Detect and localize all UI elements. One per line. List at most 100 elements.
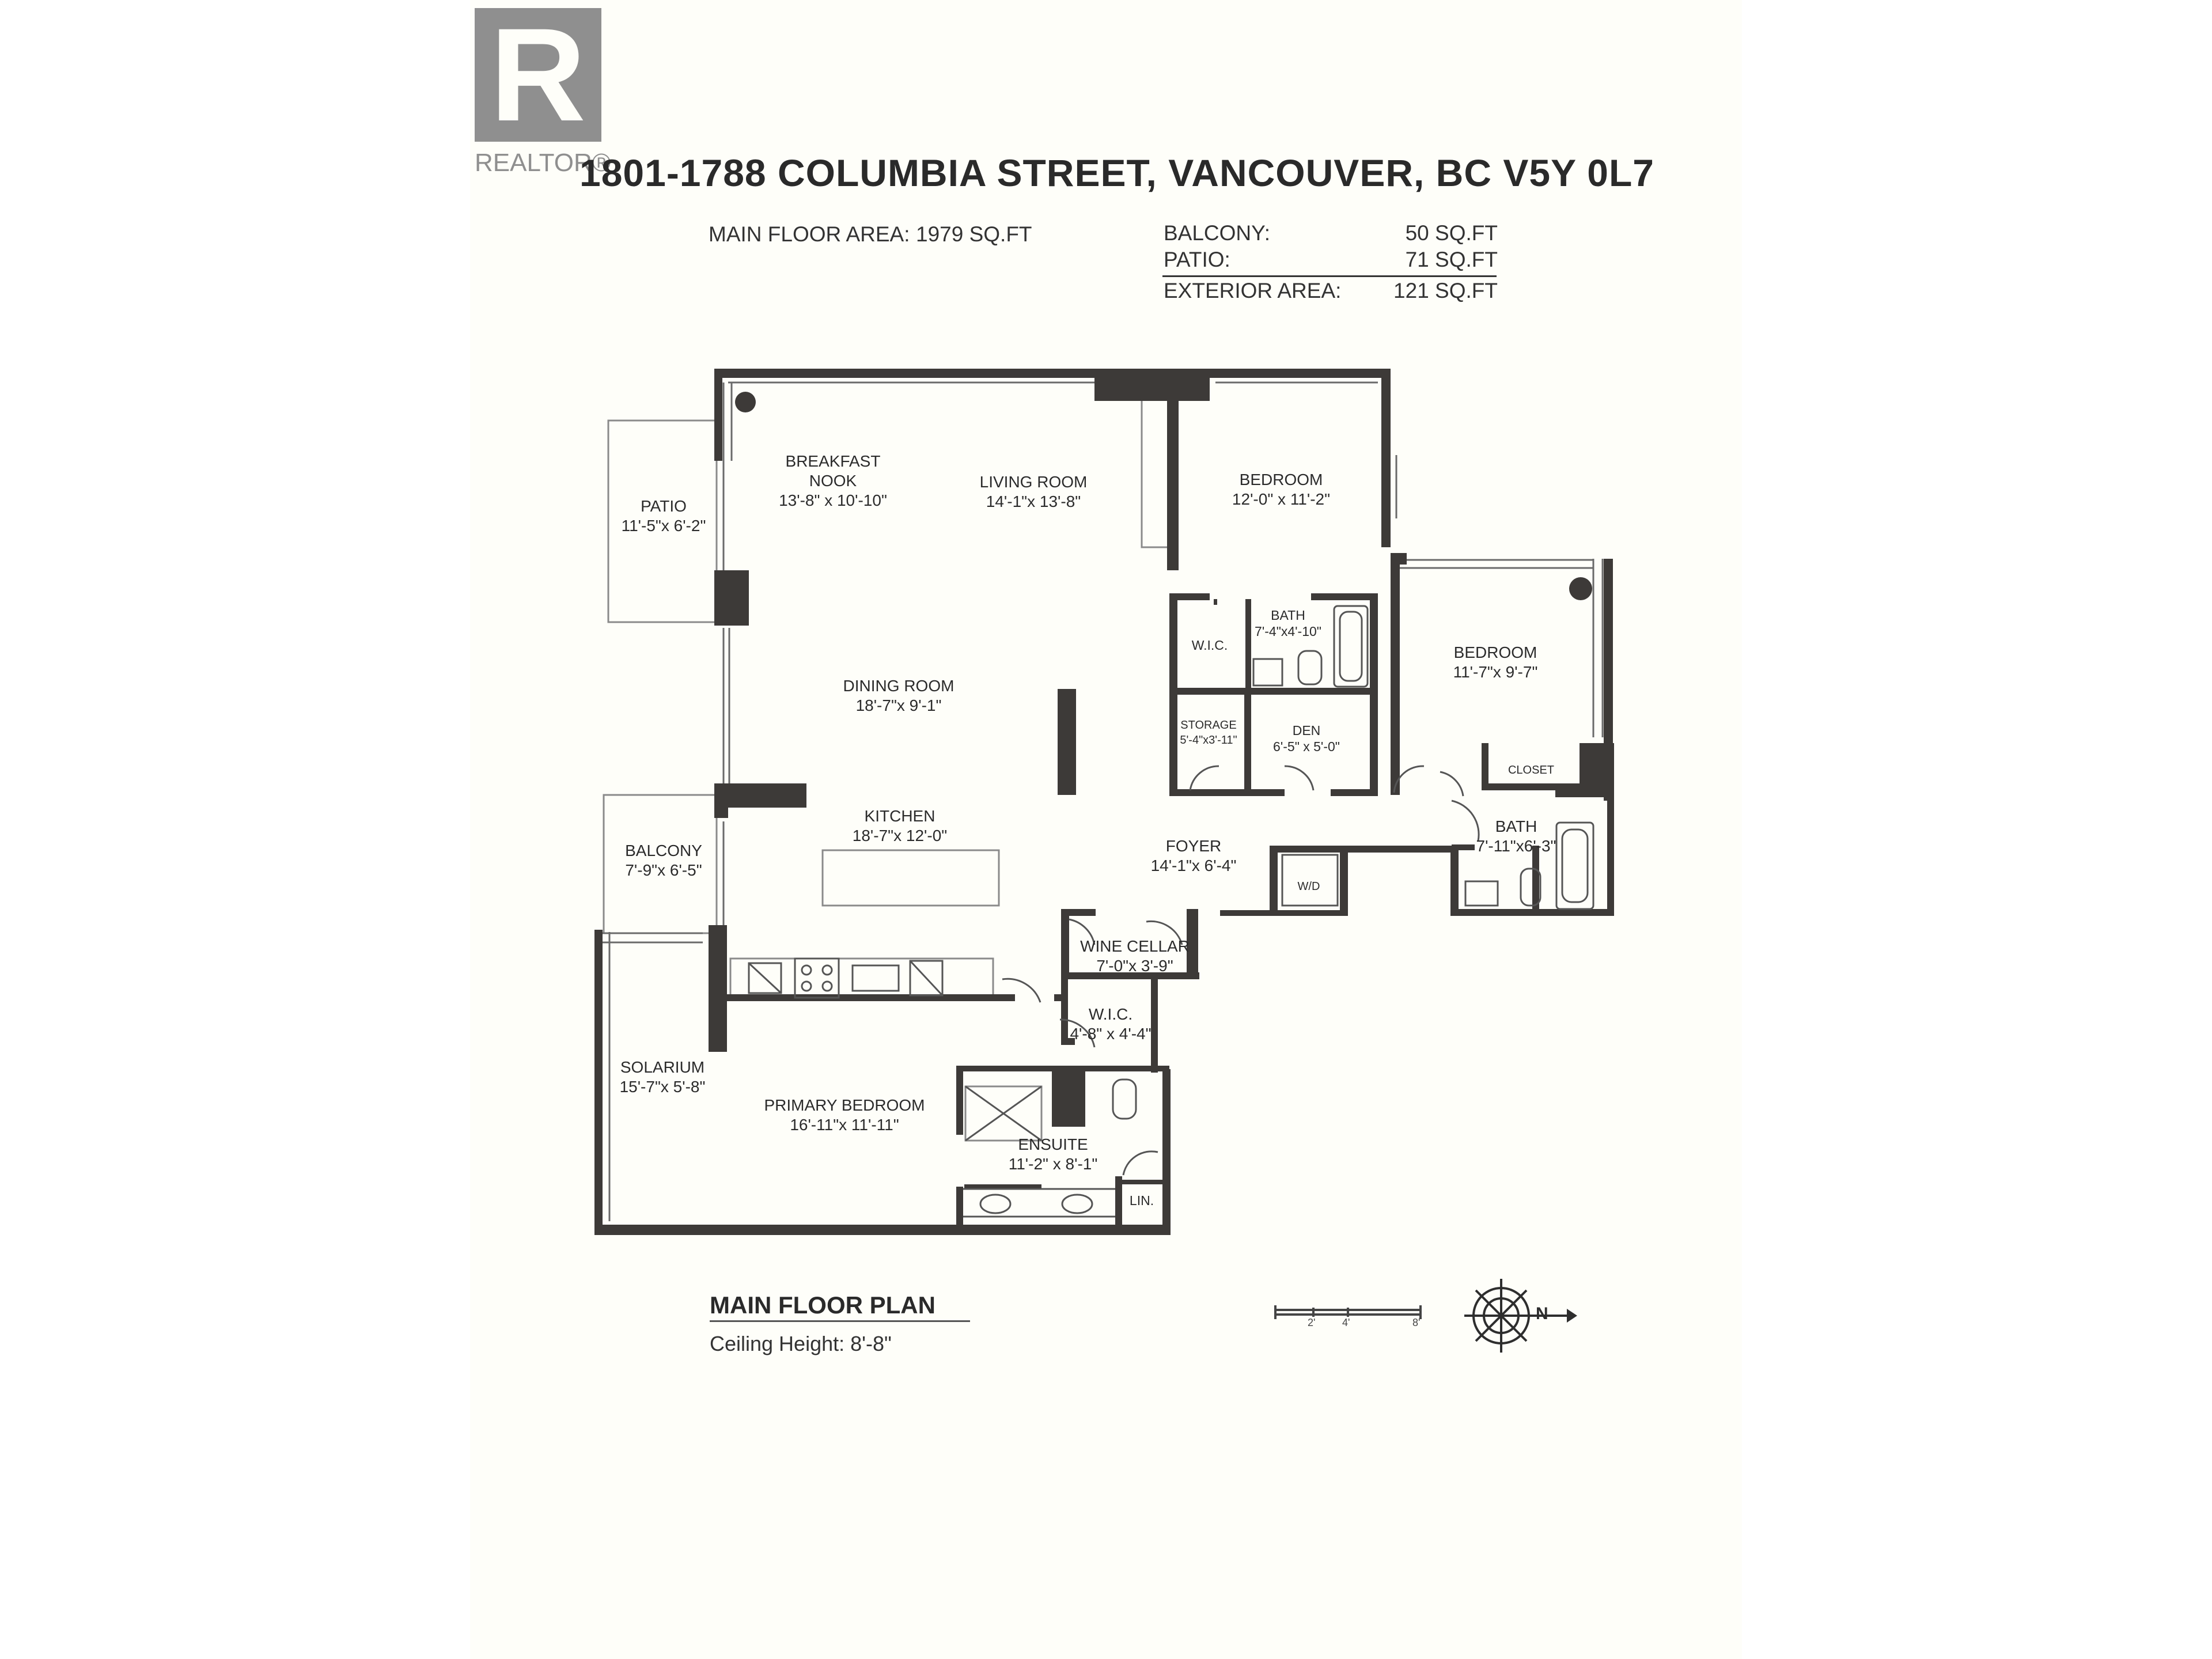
closet-label: CLOSET: [1508, 763, 1554, 778]
kitchen-size: 18'-7"x 12'-0": [852, 827, 948, 844]
linen-name: LIN.: [1129, 1193, 1154, 1208]
toilet-2: [1520, 868, 1541, 907]
realtor-logo-square: R: [475, 8, 601, 142]
kitchen-island: [821, 849, 1000, 907]
breakfast-nook-name-2: NOOK: [809, 472, 857, 490]
wine-cellar-label: WINE CELLAR 7'-0"x 3'-9": [1080, 937, 1190, 976]
realtor-logo-letter: R: [490, 1, 586, 149]
bath-2-name: BATH: [1495, 817, 1537, 835]
bedroom-1-name: BEDROOM: [1239, 471, 1323, 488]
living-room-label: LIVING ROOM 14'-1"x 13'-8": [980, 472, 1088, 512]
wic-2-name: W.I.C.: [1088, 1005, 1133, 1023]
primary-bedroom-size: 16'-11"x 11'-11": [790, 1116, 899, 1134]
storage-size: 5'-4"x3'-11": [1180, 734, 1237, 747]
toilet-1: [1297, 650, 1323, 685]
ensuite-size: 11'-2" x 8'-1": [1008, 1155, 1098, 1173]
wd-name: W/D: [1297, 880, 1320, 893]
bedroom-1-label: BEDROOM 12'-0" x 11'-2": [1232, 470, 1330, 509]
wic-2-label: W.I.C. 4'-8" x 4'-4": [1070, 1005, 1151, 1044]
ensuite-shower: [964, 1085, 1043, 1142]
kitchen-label: KITCHEN 18'-7"x 12'-0": [853, 806, 947, 846]
scale-bar: [1274, 1305, 1422, 1319]
wic-1-label: W.I.C.: [1192, 637, 1228, 653]
balcony-name: BALCONY: [625, 842, 702, 859]
main-floor-area-label: MAIN FLOOR AREA:: [709, 222, 910, 246]
bathtub-1: [1333, 605, 1369, 688]
balcony-size: 7'-9"x 6'-5": [625, 861, 702, 879]
compass-north-label: N: [1536, 1304, 1548, 1323]
vanity-sink-a: [979, 1194, 1012, 1214]
patio-label: PATIO 11'-5"x 6'-2": [622, 497, 706, 536]
column-nw: [735, 392, 756, 412]
closet-name: CLOSET: [1508, 764, 1555, 777]
bedroom-2-name: BEDROOM: [1453, 643, 1537, 661]
plan-title-rule: [710, 1320, 970, 1322]
dining-room-size: 18'-7"x 9'-1": [855, 696, 942, 714]
solarium-name: SOLARIUM: [620, 1058, 705, 1076]
foyer-size: 14'-1"x 6'-4": [1150, 857, 1237, 874]
solarium-label: SOLARIUM 15'-7"x 5'-8": [620, 1058, 706, 1097]
ensuite-label: ENSUITE 11'-2" x 8'-1": [1009, 1135, 1098, 1174]
patio-area-value: 71 SQ.FT: [1405, 248, 1498, 271]
solarium-size: 15'-7"x 5'-8": [619, 1078, 706, 1096]
realtor-wordmark: REALTOR®: [475, 149, 611, 177]
foyer-name: FOYER: [1165, 837, 1222, 855]
kitchen-name: KITCHEN: [864, 807, 935, 825]
bathtub-2: [1555, 821, 1594, 910]
bath-1-name: BATH: [1271, 608, 1305, 623]
bath-1-label: BATH 7'-4"x4'-10": [1255, 607, 1321, 639]
living-partition: [1141, 396, 1172, 548]
scale-label-4: 4': [1342, 1317, 1350, 1328]
patio-area-label: PATIO:: [1164, 248, 1230, 271]
balcony-area-value: 50 SQ.FT: [1405, 221, 1498, 245]
breakfast-nook-name: BREAKFAST: [785, 452, 881, 470]
area-sum-rule: [1162, 275, 1497, 277]
storage-name: STORAGE: [1180, 719, 1237, 732]
den-name: DEN: [1292, 723, 1321, 738]
exterior-area-row: EXTERIOR AREA: 121 SQ.FT: [1164, 279, 1498, 305]
sink-1: [1252, 658, 1283, 687]
wine-cellar-name: WINE CELLAR: [1080, 937, 1190, 955]
storage-label: STORAGE 5'-4"x3'-11": [1180, 718, 1237, 748]
dining-room-label: DINING ROOM 18'-7"x 9'-1": [843, 676, 955, 715]
plan-title: MAIN FLOOR PLAN: [710, 1291, 935, 1319]
balcony-area-row: BALCONY: 50 SQ.FT: [1164, 221, 1498, 248]
patio-name: PATIO: [641, 497, 687, 515]
primary-bedroom-label: PRIMARY BEDROOM 16'-11"x 11'-11": [764, 1096, 925, 1135]
washer-dryer: [1281, 854, 1339, 907]
floor-plan-sheet: [470, 0, 1742, 1659]
den-label: DEN 6'-5" x 5'-0": [1273, 722, 1340, 755]
ensuite-name: ENSUITE: [1018, 1135, 1088, 1153]
ceiling-height: Ceiling Height: 8'-8": [710, 1332, 892, 1355]
scale-label-2: 2': [1308, 1317, 1316, 1328]
main-floor-area-value: 1979 SQ.FT: [916, 222, 1032, 246]
toilet-3: [1112, 1078, 1137, 1120]
patio-area-row: PATIO: 71 SQ.FT: [1164, 248, 1498, 274]
patio-outline: [607, 419, 718, 623]
balcony-label: BALCONY 7'-9"x 6'-5": [625, 841, 702, 880]
bath-2-size: 7'-11"x6'-3": [1476, 837, 1556, 855]
exterior-area-value: 121 SQ.FT: [1393, 279, 1498, 302]
wine-cellar-size: 7'-0"x 3'-9": [1096, 957, 1173, 975]
linen-label: LIN.: [1130, 1192, 1154, 1209]
wic-2-size: 4'-8" x 4'-4": [1070, 1025, 1152, 1043]
realtor-logo: R REALTOR®: [475, 8, 619, 177]
sink-2: [1464, 880, 1499, 907]
property-address: 1801-1788 COLUMBIA STREET, VANCOUVER, BC…: [579, 151, 1654, 194]
wic-1-name: W.I.C.: [1191, 638, 1228, 653]
balcony-area-label: BALCONY:: [1164, 221, 1271, 245]
scale-label-8: 8': [1412, 1317, 1421, 1328]
living-room-size: 14'-1"x 13'-8": [986, 493, 1081, 510]
den-size: 6'-5" x 5'-0": [1273, 739, 1340, 754]
dining-room-name: DINING ROOM: [843, 677, 955, 695]
column-ne: [1569, 577, 1592, 600]
foyer-label: FOYER 14'-1"x 6'-4": [1151, 836, 1237, 876]
patio-size: 11'-5"x 6'-2": [621, 517, 706, 535]
bedroom-2-label: BEDROOM 11'-7"x 9'-7": [1453, 643, 1538, 682]
living-room-name: LIVING ROOM: [979, 473, 1088, 491]
bedroom-2-size: 11'-7"x 9'-7": [1453, 663, 1538, 681]
bedroom-1-size: 12'-0" x 11'-2": [1232, 490, 1331, 508]
primary-bedroom-name: PRIMARY BEDROOM: [764, 1096, 925, 1114]
vanity-sink-b: [1061, 1194, 1093, 1214]
